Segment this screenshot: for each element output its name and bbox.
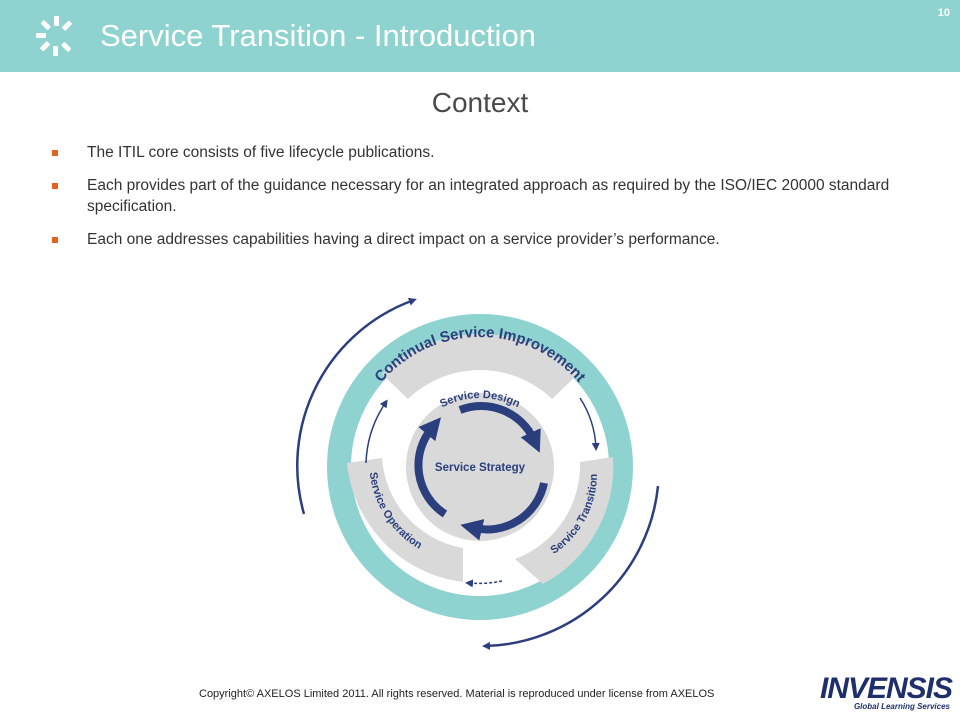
bullet-list: The ITIL core consists of five lifecycle… (52, 142, 892, 262)
slide-title: Service Transition - Introduction (100, 18, 536, 53)
outer-ring (327, 314, 633, 620)
copyright-text: Copyright© AXELOS Limited 2011. All righ… (199, 688, 715, 700)
bullet-item: Each one addresses capabilities having a… (52, 229, 892, 250)
invensis-logo: INVENSIS Global Learning Services (804, 672, 953, 712)
bullet-text: Each provides part of the guidance neces… (87, 177, 890, 215)
arrow-operation-to-design (365, 399, 388, 464)
loading-spinner-icon (36, 16, 72, 56)
bullet-item: The ITIL core consists of five lifecycle… (52, 142, 892, 163)
segment-service-design (382, 333, 578, 399)
bullet-text: Each one addresses capabilities having a… (87, 231, 720, 248)
section-heading: Context (431, 87, 529, 118)
brand-name: INVENSIS (819, 672, 953, 705)
center-arrow-bottom (460, 482, 548, 541)
bullet-item: Each provides part of the guidance neces… (52, 175, 892, 217)
page-number: 10 (937, 7, 950, 19)
brand-tagline: Global Learning Services (853, 702, 950, 711)
bullet-square-icon (52, 237, 58, 243)
outer-arc-bottom-right (482, 485, 660, 650)
arrow-design-to-transition (579, 397, 600, 451)
segment-service-operation (347, 458, 463, 582)
itil-lifecycle-diagram: Continual Service Improvement Service De… (296, 297, 660, 650)
arrow-transition-to-operation (465, 579, 503, 588)
center-circle (402, 389, 558, 545)
outer-arc-top-left (296, 297, 417, 515)
bullet-square-icon (52, 150, 58, 156)
segment-service-transition (515, 457, 614, 584)
header-bar: Service Transition - Introduction 10 (0, 0, 960, 72)
center-arrow-top (458, 402, 541, 453)
service-strategy-label: Service Strategy (435, 462, 526, 474)
center-arrow-left (414, 417, 448, 518)
bullet-text: The ITIL core consists of five lifecycle… (87, 144, 435, 161)
bullet-square-icon (52, 183, 58, 189)
